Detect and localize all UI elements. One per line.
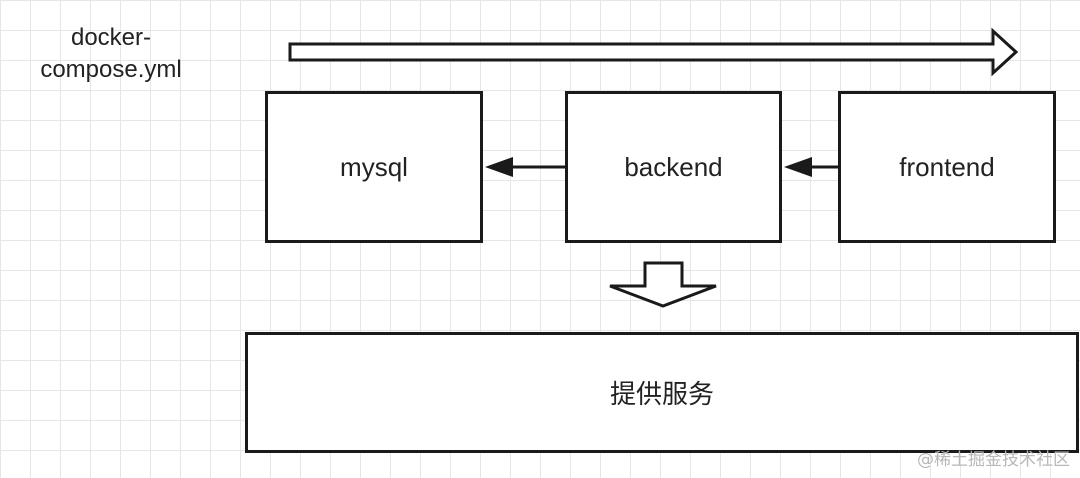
- compose-file-label: docker- compose.yml: [16, 22, 206, 86]
- compose-label-line1: docker-: [70, 24, 152, 51]
- compose-label-line2: compose.yml: [40, 56, 182, 83]
- mysql-box: mysql: [265, 91, 483, 243]
- backend-label: backend: [624, 151, 723, 182]
- backend-to-mysql-arrowhead: [485, 157, 513, 177]
- frontend-label: frontend: [899, 151, 995, 182]
- down-arrow: [609, 261, 717, 308]
- frontend-box: frontend: [838, 91, 1056, 243]
- service-box: 提供服务: [245, 332, 1079, 453]
- watermark-text: @稀土掘金技术社区: [917, 450, 1070, 470]
- service-label: 提供服务: [609, 379, 714, 409]
- compose-flow-arrow: [288, 27, 1019, 77]
- backend-box: backend: [565, 91, 782, 243]
- frontend-to-backend-arrowhead: [784, 157, 812, 177]
- mysql-label: mysql: [340, 151, 408, 182]
